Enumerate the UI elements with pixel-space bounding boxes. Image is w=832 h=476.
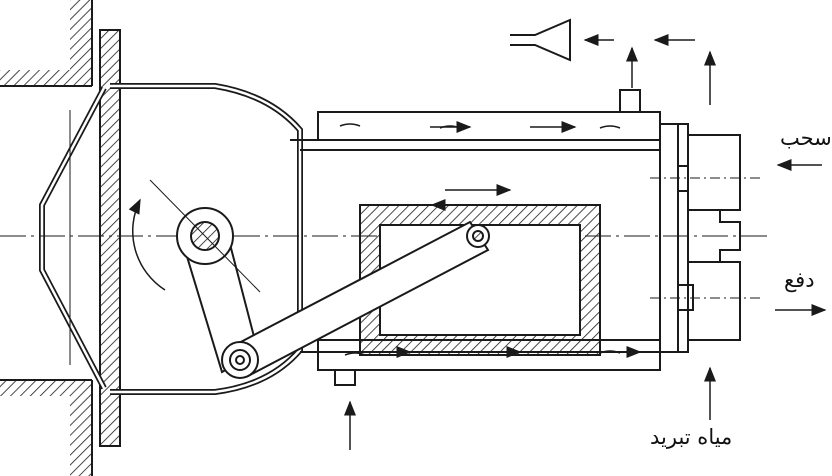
cylinder-head [650, 123, 760, 353]
crankcase [39, 83, 303, 395]
wall-foundation [0, 0, 121, 476]
water-outlet [619, 89, 641, 113]
flow-arrows [344, 18, 827, 450]
silencer [510, 18, 571, 62]
cooling-water-label: مياه تبريد [650, 425, 733, 449]
discharge-label: دفع [784, 268, 815, 292]
water-inlet [334, 369, 356, 386]
suction-label: سحب [780, 126, 832, 150]
crank-mechanism [128, 179, 490, 379]
rotation-arrow [128, 198, 166, 291]
